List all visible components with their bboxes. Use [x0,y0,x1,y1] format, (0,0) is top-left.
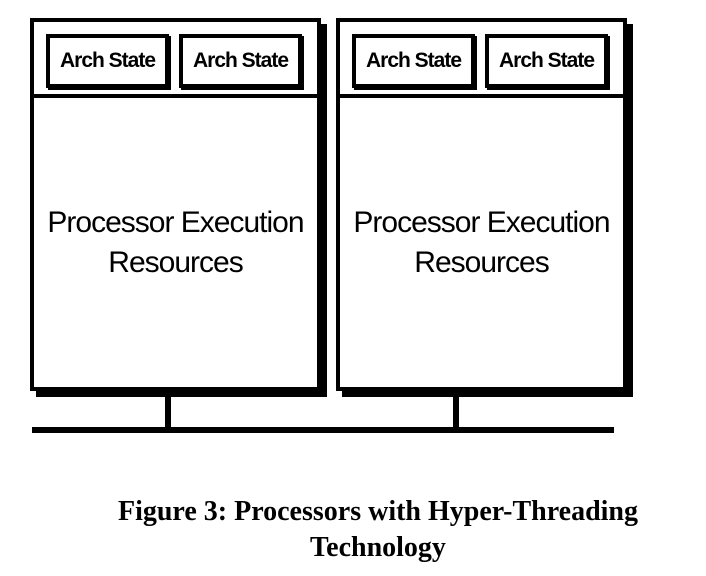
bus-connector-2 [453,389,459,429]
arch-state-row: Arch State Arch State [34,22,317,98]
execution-label-line2: Resources [414,246,549,279]
hyper-threading-diagram: Arch State Arch State Processor Executio… [30,18,627,433]
arch-state-box: Arch State [46,34,169,88]
execution-label-line1: Processor Execution [353,206,610,239]
arch-state-box: Arch State [485,34,608,88]
arch-state-box: Arch State [352,34,475,88]
caption-line1: Figure 3: Processors with Hyper-Threadin… [117,496,639,527]
bus-connector-1 [165,389,171,429]
execution-resources: Processor Execution Resources [340,98,623,387]
figure-caption: Figure 3: Processors with Hyper-Threadin… [0,494,706,566]
execution-resources: Processor Execution Resources [34,98,317,387]
arch-state-row: Arch State Arch State [340,22,623,98]
caption-line2: Technology [310,532,446,563]
system-bus-line [32,427,614,433]
processor-1: Arch State Arch State Processor Executio… [30,18,321,391]
processor-2: Arch State Arch State Processor Executio… [336,18,627,391]
arch-state-box: Arch State [179,34,302,88]
execution-label-line1: Processor Execution [47,206,304,239]
execution-label-line2: Resources [108,246,243,279]
